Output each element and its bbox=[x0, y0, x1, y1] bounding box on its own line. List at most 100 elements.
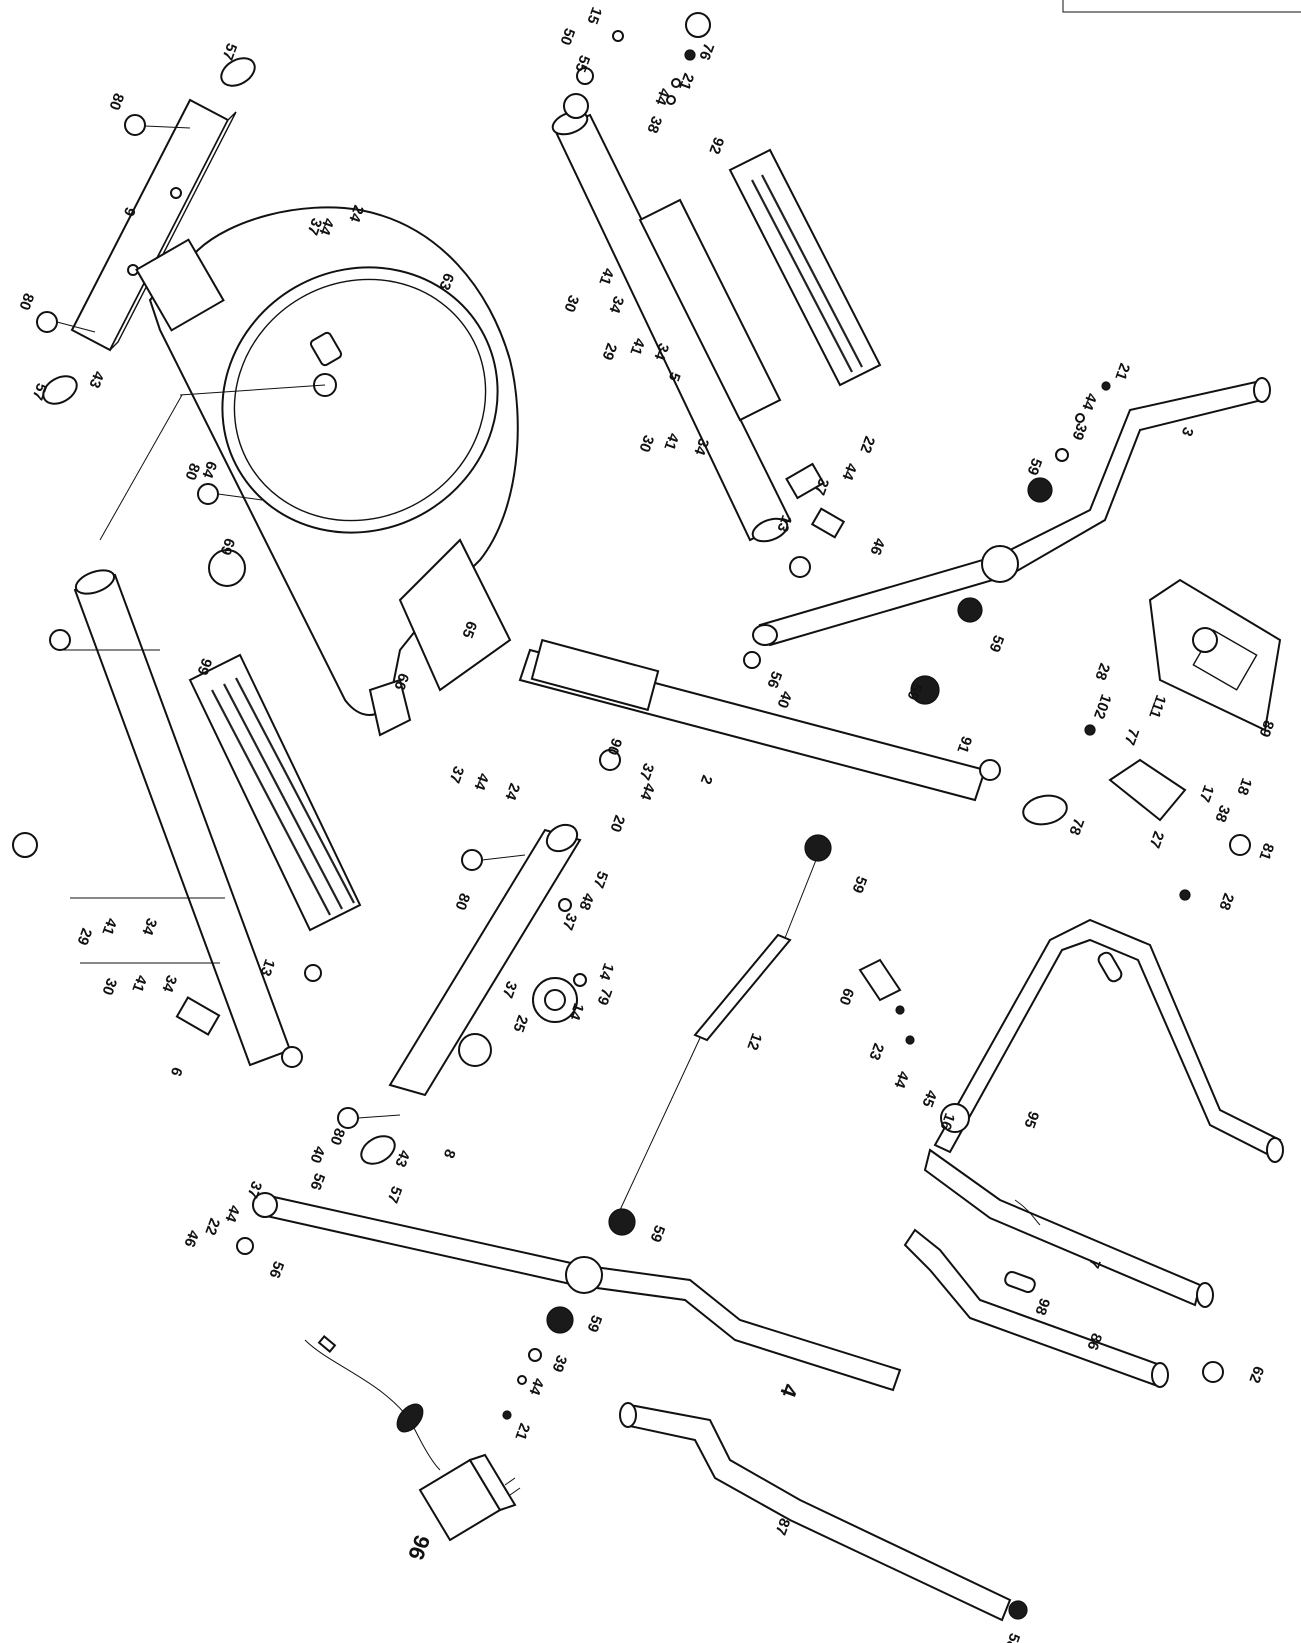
callout-58: 58 bbox=[1001, 1631, 1023, 1643]
callout-12: 12 bbox=[743, 1031, 765, 1052]
callout-34-d: 34 bbox=[138, 916, 160, 938]
callout-17: 17 bbox=[1195, 783, 1217, 804]
callout-59-f: 59 bbox=[583, 1313, 605, 1334]
callout-92: 92 bbox=[705, 135, 727, 156]
callout-30-a: 30 bbox=[560, 293, 582, 314]
front-post-65 bbox=[398, 538, 512, 692]
callout-22-a: 22 bbox=[856, 434, 878, 455]
callout-90: 90 bbox=[603, 736, 625, 757]
callout-69: 69 bbox=[216, 536, 238, 557]
pedal-arm-6 bbox=[12, 569, 362, 1068]
cap-81 bbox=[1229, 834, 1251, 856]
callout-44-h: 44 bbox=[221, 1203, 243, 1225]
callout-59-a: 59 bbox=[1023, 456, 1045, 477]
end-cap-46-top bbox=[810, 507, 846, 539]
callout-44-e: 44 bbox=[470, 771, 492, 793]
callout-37-a: 37 bbox=[303, 216, 325, 237]
callout-76: 76 bbox=[695, 41, 717, 62]
callout-39-a: 39 bbox=[1068, 421, 1090, 442]
callout-81: 81 bbox=[1255, 841, 1277, 862]
bushing-59-b bbox=[957, 597, 983, 623]
callout-63: 63 bbox=[435, 271, 457, 292]
callout-16: 16 bbox=[936, 1111, 958, 1132]
callout-41-c: 41 bbox=[660, 431, 682, 452]
bushing-59-e bbox=[608, 1208, 636, 1236]
knob-80-upper bbox=[124, 114, 146, 136]
bushing-59-c bbox=[910, 675, 940, 705]
callout-37-e: 37 bbox=[558, 911, 580, 932]
callout-57-d: 57 bbox=[383, 1184, 405, 1205]
foot-link-4 bbox=[236, 1192, 902, 1420]
callout-34-c: 34 bbox=[690, 436, 712, 458]
callout-66: 66 bbox=[390, 671, 412, 692]
callout-89: 89 bbox=[1255, 718, 1277, 739]
cover-78 bbox=[1022, 794, 1068, 826]
callout-38-b: 38 bbox=[1211, 803, 1233, 824]
callout-80-c: 80 bbox=[181, 461, 203, 482]
callout-24-b: 24 bbox=[501, 781, 523, 803]
callout-98: 98 bbox=[1031, 1296, 1053, 1317]
callout-43-a: 43 bbox=[85, 369, 107, 390]
end-plug-58 bbox=[1008, 1600, 1028, 1620]
callout-30-c: 30 bbox=[98, 976, 120, 997]
console-mount-77 bbox=[1108, 758, 1187, 822]
grip-sensor-98 bbox=[1004, 1270, 1036, 1294]
callout-40-b: 40 bbox=[306, 1144, 328, 1165]
power-adapter-96 bbox=[304, 1335, 521, 1542]
callout-22-b: 22 bbox=[201, 1216, 223, 1237]
handle-link-9 bbox=[36, 57, 256, 405]
callout-91: 91 bbox=[953, 734, 975, 755]
console-89 bbox=[979, 578, 1282, 901]
callout-37-d: 37 bbox=[635, 761, 657, 782]
callout-55: 55 bbox=[571, 53, 593, 74]
bracket-95 bbox=[940, 1103, 970, 1133]
washer-55 bbox=[563, 93, 589, 119]
end-cap-46-bottom bbox=[175, 996, 221, 1036]
end-cap-57-c bbox=[545, 823, 579, 853]
callout-41-e: 41 bbox=[128, 973, 150, 994]
callout-21-b: 21 bbox=[1111, 361, 1133, 382]
knob-80-lower bbox=[36, 311, 58, 333]
callout-79: 79 bbox=[593, 986, 615, 1007]
main-frame-cover bbox=[99, 206, 519, 737]
callout-23: 23 bbox=[865, 1041, 887, 1062]
callout-80-e: 80 bbox=[326, 1126, 348, 1147]
callout-80-d: 80 bbox=[451, 891, 473, 912]
callout-30-b: 30 bbox=[635, 433, 657, 454]
callout-44-a: 44 bbox=[315, 216, 337, 238]
callout-59-b: 59 bbox=[985, 633, 1007, 654]
callout-80-top: 80 bbox=[105, 91, 127, 112]
callout-28-b: 28 bbox=[1215, 891, 1237, 912]
callout-40-a: 40 bbox=[773, 689, 795, 710]
callout-20: 20 bbox=[606, 813, 628, 834]
callout-64: 64 bbox=[198, 459, 220, 481]
handlebar-assembly bbox=[858, 918, 1284, 1388]
callout-43-b: 43 bbox=[391, 1148, 413, 1169]
washer-56-a bbox=[743, 651, 761, 669]
bushing-59-d bbox=[804, 834, 832, 862]
callout-24-a: 24 bbox=[345, 203, 367, 225]
callout-65: 65 bbox=[458, 619, 480, 640]
callout-13-a: 13 bbox=[773, 513, 795, 534]
callout-44-d: 44 bbox=[1078, 391, 1100, 413]
callout-34-b: 34 bbox=[650, 341, 672, 363]
callout-21-a: 21 bbox=[675, 71, 697, 92]
callout-2: 2 bbox=[697, 773, 716, 787]
center-mast-2 bbox=[518, 638, 987, 802]
dust-cap-69 bbox=[208, 549, 246, 587]
callout-50: 50 bbox=[556, 26, 578, 47]
callout-14-a: 14 bbox=[595, 961, 617, 983]
callout-25: 25 bbox=[509, 1013, 531, 1034]
cap-60 bbox=[858, 958, 902, 1002]
axle-rod-12 bbox=[619, 834, 832, 1211]
callout-3: 3 bbox=[1178, 425, 1197, 439]
callout-46-b: 46 bbox=[180, 1228, 202, 1249]
handle-87 bbox=[619, 1402, 1028, 1622]
callout-45: 45 bbox=[918, 1088, 940, 1109]
callout-37-c: 37 bbox=[445, 764, 467, 785]
callout-29-b: 29 bbox=[73, 926, 95, 947]
callout-44-f: 44 bbox=[636, 781, 658, 803]
end-cap-57-d bbox=[360, 1135, 396, 1165]
callout-46-a: 46 bbox=[866, 536, 888, 557]
callout-57-c: 57 bbox=[589, 869, 611, 890]
